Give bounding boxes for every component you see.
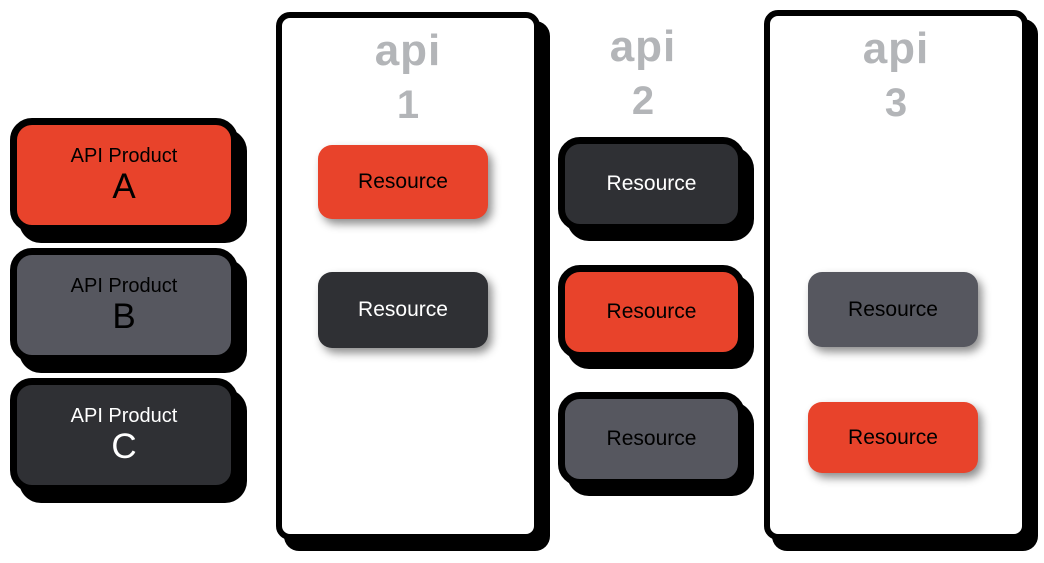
api-product-c-letter: C [111,427,137,466]
api-3-resource-2: Resource [808,402,978,473]
api-product-c-box: API Product C [10,378,238,492]
api-2-resource-2: Resource [558,265,745,359]
api-product-b-title: API Product [70,275,178,297]
api-2-resource-1: Resource [558,137,745,231]
api-2-number: 2 [631,79,655,123]
api-product-a-box: API Product A [10,118,238,232]
api-1-header: api 1 [282,18,534,128]
api-1-resource-2: Resource [318,272,488,348]
api-1-container: api 1 Resource Resource [276,12,540,540]
api-2-resource-3-label: Resource [606,427,697,450]
api-3-resource-1-label: Resource [848,297,938,321]
api-3-number: 3 [884,81,908,125]
api-2-header: api 2 [548,14,738,124]
api-2-resource-3: Resource [558,392,745,486]
api-product-a-letter: A [112,167,136,206]
api-product-b-box: API Product B [10,248,238,362]
api-2-resource-1-label: Resource [606,172,697,195]
api-3-header: api 3 [770,16,1022,126]
api-1-number: 1 [396,83,420,127]
api-product-b-letter: B [112,297,136,336]
api-1-resource-1-label: Resource [358,170,448,193]
api-1-resource-1: Resource [318,145,488,219]
api-2-resource-2-label: Resource [606,300,697,323]
api-1-resource-2-label: Resource [358,298,448,321]
api-product-a-title: API Product [70,145,178,167]
api-1-title: api [374,26,442,75]
api-product-c-title: API Product [70,405,178,427]
api-3-resource-2-label: Resource [848,425,938,449]
api-3-title: api [862,24,930,73]
api-3-container: api 3 Resource Resource [764,10,1028,540]
api-2-title: api [609,22,677,71]
api-3-resource-1: Resource [808,272,978,347]
